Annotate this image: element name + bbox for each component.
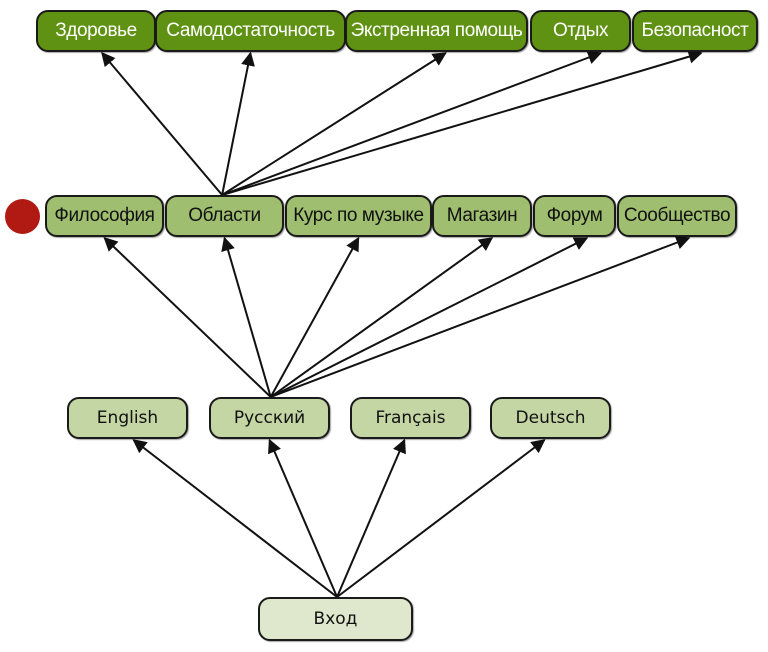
edge-sec-areas-to-area-health bbox=[101, 51, 223, 196]
edge-sec-areas-to-area-safety bbox=[221, 49, 703, 196]
edge-entry-to-lang-fr bbox=[336, 438, 406, 598]
node-label: Магазин bbox=[446, 205, 518, 226]
node-entry[interactable]: Вход bbox=[258, 597, 413, 641]
node-section-community[interactable]: Сообщество bbox=[617, 195, 737, 237]
node-label: Философия bbox=[54, 205, 155, 226]
node-area-safety[interactable]: Безопасност bbox=[632, 10, 758, 52]
node-label: Вход bbox=[313, 609, 358, 629]
node-section-forum[interactable]: Форум bbox=[533, 195, 616, 237]
edge-lang-ru-to-sec-shop bbox=[270, 237, 494, 398]
edge-entry-to-lang-ru bbox=[268, 438, 338, 598]
node-area-health[interactable]: Здоровье bbox=[36, 10, 156, 52]
node-section-philosophy[interactable]: Философия bbox=[45, 195, 164, 237]
node-label: Deutsch bbox=[515, 408, 586, 428]
node-label: Форум bbox=[546, 205, 603, 226]
node-area-self-sufficiency[interactable]: Самодостаточность bbox=[155, 10, 346, 52]
node-section-areas[interactable]: Области bbox=[165, 195, 284, 237]
red-dot-marker bbox=[5, 199, 40, 234]
node-label: Сообщество bbox=[623, 205, 731, 226]
edge-sec-areas-to-area-emergency bbox=[221, 52, 447, 196]
node-section-shop[interactable]: Магазин bbox=[432, 195, 532, 237]
node-label: Курс по музыке bbox=[293, 205, 424, 226]
node-language-french[interactable]: Français bbox=[350, 397, 471, 439]
node-label: Экстренная помощь bbox=[350, 20, 523, 41]
node-label: English bbox=[96, 408, 159, 428]
node-language-german[interactable]: Deutsch bbox=[490, 397, 611, 439]
node-label: Отдых bbox=[552, 20, 609, 41]
node-label: Безопасност bbox=[641, 20, 749, 41]
edge-entry-to-lang-en bbox=[132, 439, 338, 598]
node-label: Français bbox=[375, 408, 446, 428]
edge-lang-ru-to-sec-forum bbox=[270, 237, 589, 398]
node-area-leisure[interactable]: Отдых bbox=[530, 10, 631, 52]
edge-lang-ru-to-sec-music-course bbox=[269, 236, 360, 398]
node-label: Русский bbox=[233, 408, 306, 428]
node-section-music-course[interactable]: Курс по музыке bbox=[285, 195, 432, 237]
node-language-russian[interactable]: Русский bbox=[209, 397, 330, 439]
node-language-english[interactable]: English bbox=[67, 397, 188, 439]
node-label: Здоровье bbox=[55, 20, 137, 41]
edge-sec-areas-to-area-leisure bbox=[221, 50, 603, 196]
edge-sec-areas-to-area-selfsufficiency bbox=[221, 51, 255, 196]
edge-lang-ru-to-sec-community bbox=[270, 235, 691, 398]
edge-entry-to-lang-de bbox=[336, 439, 546, 598]
edge-lang-ru-to-sec-philosophy bbox=[103, 237, 272, 398]
node-label: Самодостаточность bbox=[166, 20, 335, 41]
edge-lang-ru-to-sec-areas bbox=[221, 236, 272, 398]
node-label: Области bbox=[188, 205, 261, 226]
node-area-emergency-help[interactable]: Экстренная помощь bbox=[345, 10, 528, 52]
